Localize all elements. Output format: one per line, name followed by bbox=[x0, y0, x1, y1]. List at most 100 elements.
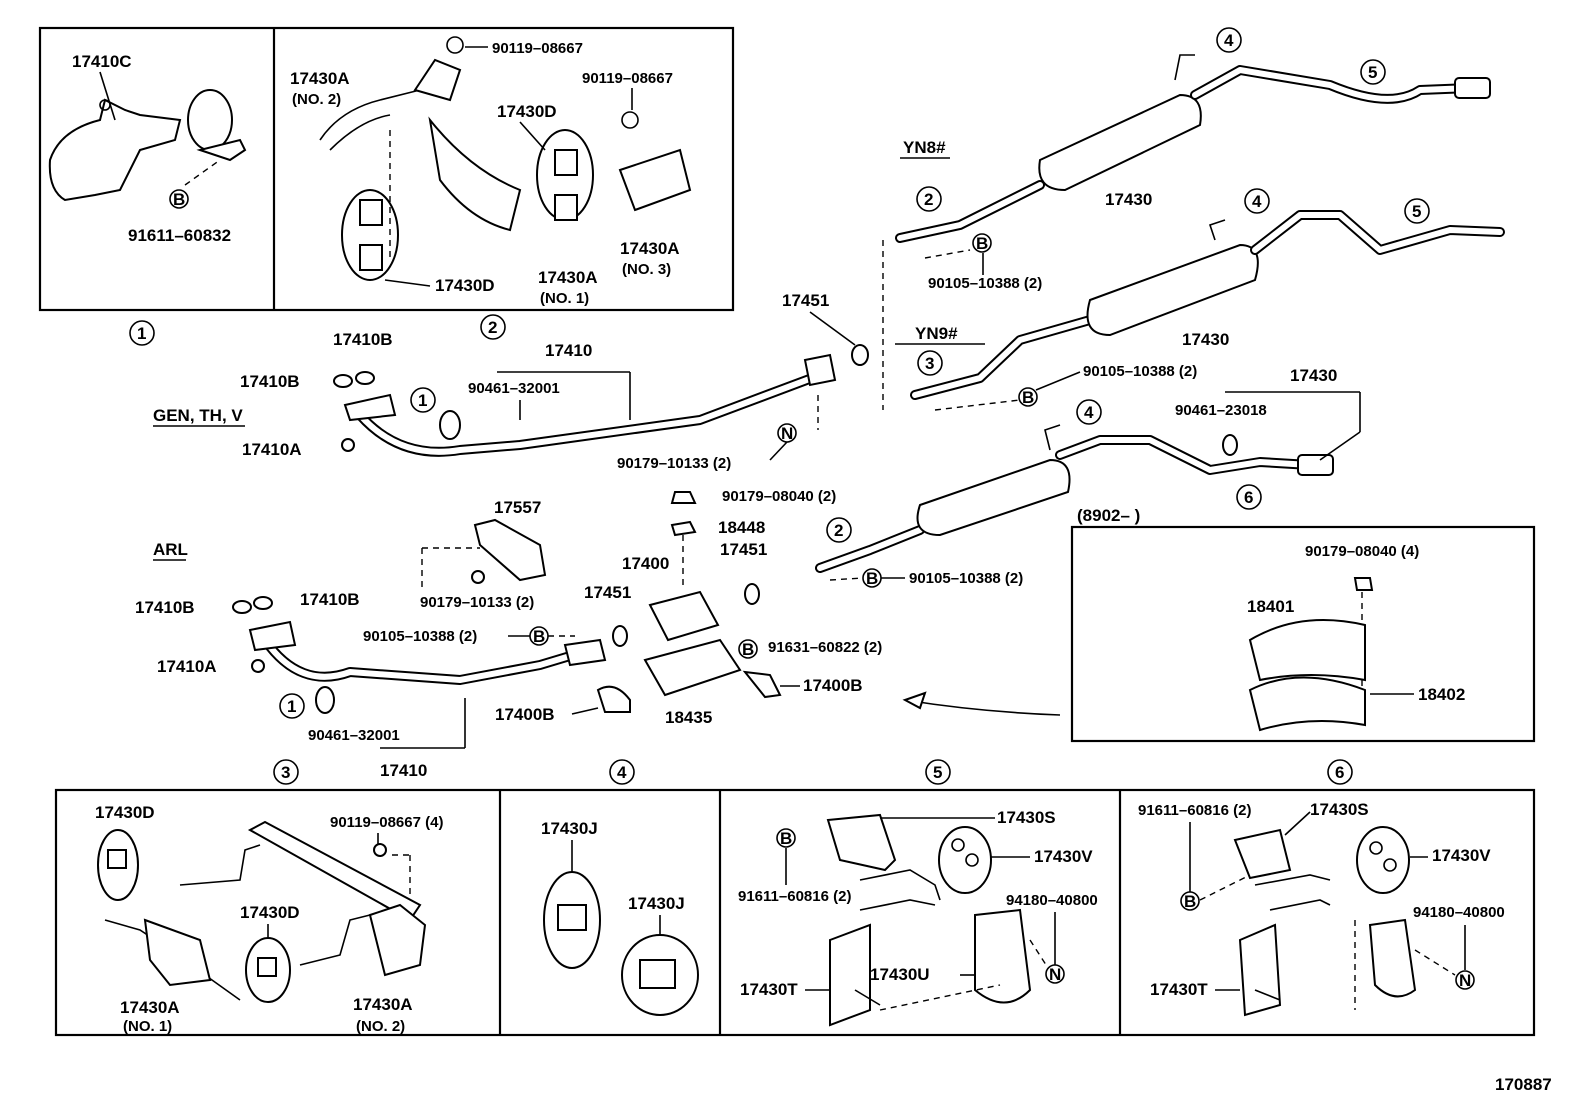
svg-text:17430: 17430 bbox=[1105, 190, 1152, 209]
svg-text:(8902– ): (8902– ) bbox=[1077, 506, 1140, 525]
catalytic-converter bbox=[643, 590, 742, 697]
svg-text:N: N bbox=[1049, 965, 1061, 984]
svg-text:17430J: 17430J bbox=[541, 819, 598, 838]
svg-text:17430A: 17430A bbox=[353, 995, 413, 1014]
muffler-yn8 bbox=[895, 54, 1491, 243]
svg-text:17451: 17451 bbox=[584, 583, 631, 602]
svg-text:B: B bbox=[976, 234, 988, 253]
svg-text:90179–10133 (2): 90179–10133 (2) bbox=[617, 455, 731, 472]
hangers-group-2 bbox=[319, 36, 692, 281]
svg-text:(NO. 2): (NO. 2) bbox=[356, 1018, 405, 1035]
svg-text:17430V: 17430V bbox=[1034, 847, 1093, 866]
label-yn8: YN8# bbox=[903, 138, 946, 157]
svg-text:4: 4 bbox=[1224, 31, 1234, 50]
svg-text:17410B: 17410B bbox=[300, 590, 360, 609]
svg-text:90461–23018: 90461–23018 bbox=[1175, 402, 1267, 419]
svg-text:17430A: 17430A bbox=[620, 239, 680, 258]
svg-text:90461–32001: 90461–32001 bbox=[468, 380, 560, 397]
svg-text:4: 4 bbox=[1084, 403, 1094, 422]
svg-text:90179–10133 (2): 90179–10133 (2) bbox=[420, 594, 534, 611]
svg-text:17410B: 17410B bbox=[135, 598, 195, 617]
detail-box-8902 bbox=[1070, 525, 1536, 743]
svg-text:6: 6 bbox=[1335, 763, 1344, 782]
svg-text:90179–08040 (2): 90179–08040 (2) bbox=[722, 488, 836, 505]
svg-text:N: N bbox=[781, 424, 793, 443]
front-pipe-gen bbox=[343, 353, 837, 457]
svg-text:18448: 18448 bbox=[718, 518, 765, 537]
hanger-bar-3 bbox=[104, 820, 427, 1001]
svg-text:17410B: 17410B bbox=[240, 372, 300, 391]
svg-text:18435: 18435 bbox=[665, 708, 712, 727]
label-17410C: 17410C bbox=[72, 52, 132, 71]
svg-text:2: 2 bbox=[924, 190, 933, 209]
svg-text:(NO. 3): (NO. 3) bbox=[622, 261, 671, 278]
svg-text:90179–08040 (4): 90179–08040 (4) bbox=[1305, 543, 1419, 560]
svg-text:17430: 17430 bbox=[1182, 330, 1229, 349]
svg-text:90119–08667: 90119–08667 bbox=[492, 40, 583, 57]
svg-text:94180–40800: 94180–40800 bbox=[1413, 904, 1505, 921]
svg-text:17430S: 17430S bbox=[1310, 800, 1369, 819]
svg-text:17430D: 17430D bbox=[95, 803, 155, 822]
svg-text:17410A: 17410A bbox=[242, 440, 302, 459]
svg-text:1: 1 bbox=[287, 697, 296, 716]
svg-text:17410: 17410 bbox=[380, 761, 427, 780]
heat-insulator bbox=[1248, 619, 1366, 732]
svg-text:5: 5 bbox=[1368, 63, 1377, 82]
svg-text:17430J: 17430J bbox=[628, 894, 685, 913]
svg-text:B: B bbox=[780, 829, 792, 848]
svg-text:B: B bbox=[866, 569, 878, 588]
svg-text:17430D: 17430D bbox=[497, 102, 557, 121]
svg-text:17430V: 17430V bbox=[1432, 846, 1491, 865]
svg-text:4: 4 bbox=[617, 763, 627, 782]
svg-text:17451: 17451 bbox=[782, 291, 829, 310]
svg-text:17430: 17430 bbox=[1290, 366, 1337, 385]
front-pipe-arl bbox=[248, 620, 607, 714]
svg-text:90105–10388 (2): 90105–10388 (2) bbox=[1083, 363, 1197, 380]
label-yn9: YN9# bbox=[915, 324, 958, 343]
svg-text:17430D: 17430D bbox=[435, 276, 495, 295]
hanger-bracket-6 bbox=[1233, 828, 1331, 1017]
svg-text:18402: 18402 bbox=[1418, 685, 1465, 704]
svg-text:17430U: 17430U bbox=[870, 965, 930, 984]
svg-text:4: 4 bbox=[1252, 192, 1262, 211]
hanger-bracket-5 bbox=[826, 813, 941, 1027]
label-91611-60832: 91611–60832 bbox=[128, 226, 231, 245]
svg-text:B: B bbox=[1022, 388, 1034, 407]
svg-text:17451: 17451 bbox=[720, 540, 767, 559]
svg-text:3: 3 bbox=[925, 354, 934, 373]
label-gen-th-v: GEN, TH, V bbox=[153, 406, 243, 425]
svg-text:(NO. 2): (NO. 2) bbox=[292, 91, 341, 108]
svg-text:91611–60816 (2): 91611–60816 (2) bbox=[738, 888, 851, 905]
muffler-third bbox=[815, 424, 1334, 573]
svg-text:90119–08667: 90119–08667 bbox=[582, 70, 673, 87]
svg-text:17430S: 17430S bbox=[997, 808, 1056, 827]
label-arl: ARL bbox=[153, 540, 188, 559]
svg-text:90105–10388 (2): 90105–10388 (2) bbox=[909, 570, 1023, 587]
bracket-17410C bbox=[48, 89, 247, 202]
svg-text:5: 5 bbox=[933, 763, 942, 782]
svg-text:17400: 17400 bbox=[622, 554, 669, 573]
svg-text:B: B bbox=[173, 190, 185, 209]
svg-text:17557: 17557 bbox=[494, 498, 541, 517]
muffler-yn9 bbox=[910, 210, 1505, 400]
svg-text:17400B: 17400B bbox=[803, 676, 863, 695]
svg-text:N: N bbox=[1459, 971, 1471, 990]
svg-text:90461–32001: 90461–32001 bbox=[308, 727, 400, 744]
svg-text:1: 1 bbox=[418, 391, 427, 410]
svg-text:17430A: 17430A bbox=[538, 268, 598, 287]
callout-B bbox=[169, 189, 189, 209]
svg-text:17430D: 17430D bbox=[240, 903, 300, 922]
svg-text:3: 3 bbox=[281, 763, 290, 782]
svg-text:5: 5 bbox=[1412, 202, 1421, 221]
callout-1: 1 bbox=[137, 324, 146, 343]
svg-text:91611–60816 (2): 91611–60816 (2) bbox=[1138, 802, 1251, 819]
svg-text:94180–40800: 94180–40800 bbox=[1006, 892, 1098, 909]
svg-text:90105–10388 (2): 90105–10388 (2) bbox=[363, 628, 477, 645]
svg-text:17400B: 17400B bbox=[495, 705, 555, 724]
svg-text:17410: 17410 bbox=[545, 341, 592, 360]
svg-text:2: 2 bbox=[834, 521, 843, 540]
callout-2: 2 bbox=[488, 318, 497, 337]
svg-text:B: B bbox=[533, 627, 545, 646]
svg-text:(NO. 1): (NO. 1) bbox=[123, 1018, 172, 1035]
